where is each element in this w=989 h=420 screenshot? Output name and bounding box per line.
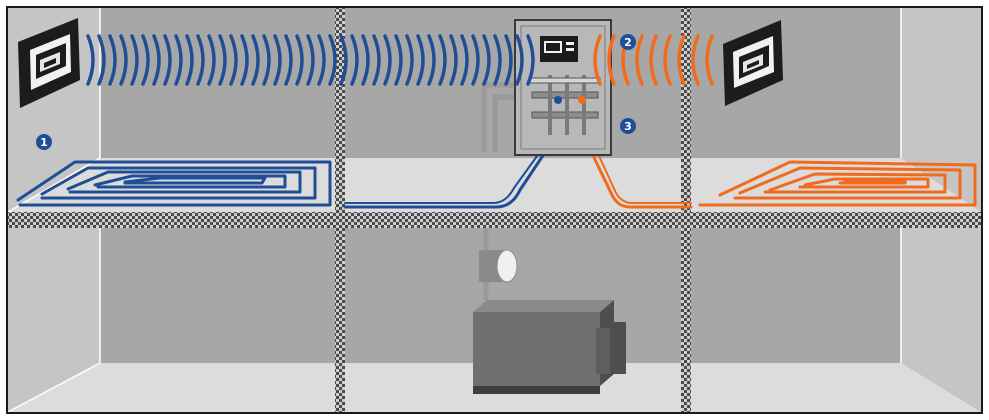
signal-arc	[317, 34, 326, 86]
right-thermostat	[723, 20, 783, 106]
signal-arc	[405, 34, 414, 86]
expansion-tank-icon	[479, 249, 518, 283]
signal-arc	[251, 34, 260, 86]
signal-arc	[515, 34, 524, 86]
signal-arc	[306, 34, 315, 86]
wireless-signal-icon	[593, 34, 714, 86]
signal-arc	[108, 34, 117, 86]
signal-arc	[677, 34, 686, 86]
signal-arc	[635, 34, 644, 86]
partition-wall-left	[335, 8, 345, 412]
underfloor-heating-loop-icon	[16, 143, 977, 209]
signal-arc	[460, 34, 469, 86]
signal-arc	[119, 34, 128, 86]
marker-label: 1	[40, 136, 48, 149]
signal-arc	[526, 34, 535, 86]
partition-wall-right	[681, 8, 691, 412]
signal-arc	[284, 34, 293, 86]
left-thermostat	[18, 18, 80, 108]
signal-arc	[663, 34, 672, 86]
marker-room-thermostat: 1	[36, 134, 52, 150]
hot-zone-loop	[698, 160, 977, 207]
room-1-inner-wall	[100, 8, 335, 158]
signal-arc	[229, 34, 238, 86]
signal-arc	[218, 34, 227, 86]
signal-arc	[207, 34, 216, 86]
signal-arc	[328, 34, 337, 86]
signal-arc	[130, 34, 139, 86]
signal-arc	[163, 34, 172, 86]
hot-supply-pipe	[586, 143, 693, 209]
signal-arc	[86, 34, 95, 86]
signal-arc	[493, 34, 502, 86]
room-4-floor-edge	[7, 362, 101, 413]
room-2-floor	[345, 158, 681, 212]
signal-arc	[174, 34, 183, 86]
thermostat-icon	[18, 18, 783, 108]
signal-arc	[372, 34, 381, 86]
signal-arc	[295, 34, 304, 86]
room-4-inner-wall	[100, 228, 335, 363]
signal-arc	[471, 34, 480, 86]
signal-arc	[649, 34, 658, 86]
signal-arc	[416, 34, 425, 86]
marker-manifold: 3	[620, 118, 636, 134]
signal-arc	[97, 34, 106, 86]
signal-arc	[607, 34, 616, 86]
wireless-signal-icon	[86, 34, 535, 86]
signal-arc	[383, 34, 392, 86]
marker-label: 3	[624, 120, 632, 133]
signal-arc	[394, 34, 403, 86]
signal-arc	[152, 34, 161, 86]
marker-wireless-receiver: 2	[620, 34, 636, 50]
signal-arc	[339, 34, 348, 86]
signal-arc	[262, 34, 271, 86]
wireless-receiver-device	[540, 36, 578, 62]
marker-label: 2	[624, 36, 632, 49]
room-1-floor-edge	[7, 157, 101, 213]
frame	[6, 6, 983, 414]
signal-arc	[196, 34, 205, 86]
signal-arc	[691, 34, 700, 86]
cold-zone-loop	[16, 160, 332, 207]
signal-arc	[350, 34, 359, 86]
room-3-inner-wall	[691, 8, 901, 158]
room-6-floor	[691, 363, 981, 412]
room-4-floor	[8, 363, 335, 412]
signal-arc	[427, 34, 436, 86]
signal-arc	[361, 34, 370, 86]
signal-arc	[141, 34, 150, 86]
signal-arc	[705, 34, 714, 86]
signal-arc	[240, 34, 249, 86]
signal-arc	[438, 34, 447, 86]
room-6-inner-wall	[691, 228, 901, 363]
signal-arc	[504, 34, 513, 86]
boiler-icon	[473, 300, 626, 394]
floor-slab	[8, 212, 981, 228]
signal-arc	[273, 34, 282, 86]
signal-arc	[185, 34, 194, 86]
signal-arc	[482, 34, 491, 86]
cold-supply-pipe	[343, 143, 552, 209]
signal-arc	[449, 34, 458, 86]
signal-arc	[593, 34, 602, 86]
